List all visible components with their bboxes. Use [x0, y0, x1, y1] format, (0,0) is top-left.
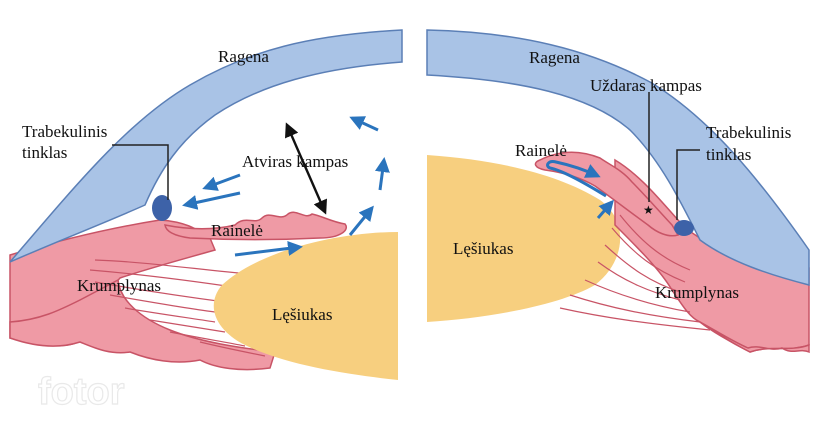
- right-cornea-label: Ragena: [529, 48, 580, 67]
- flow-arrow-icon: [350, 208, 372, 235]
- flow-arrow-icon: [352, 118, 378, 130]
- left-lens-label: Lęšiukas: [272, 305, 332, 324]
- left-meshwork-label-line1: Trabekulinis: [22, 122, 107, 141]
- right-trabecular-meshwork: [674, 220, 694, 236]
- right-meshwork-label-line2: tinklas: [706, 145, 751, 164]
- right-ciliary-label: Krumplynas: [655, 283, 739, 302]
- right-angle-label: Uždaras kampas: [590, 76, 702, 95]
- watermark-text: fotor: [38, 371, 125, 413]
- left-trabecular-meshwork: [152, 195, 172, 221]
- right-meshwork-label-line1: Trabekulinis: [706, 123, 791, 142]
- angle-star-icon: ★: [643, 203, 654, 217]
- left-cornea-label: Ragena: [218, 47, 269, 66]
- flow-arrow-icon: [185, 193, 240, 205]
- left-iris-label: Rainelė: [211, 221, 263, 240]
- left-ciliary-label: Krumplynas: [77, 276, 161, 295]
- right-iris-label: Rainelė: [515, 141, 567, 160]
- flow-arrow-icon: [205, 175, 240, 188]
- right-lens-label: Lęšiukas: [453, 239, 513, 258]
- flow-arrow-icon: [380, 160, 384, 190]
- left-panel-open-angle: Ragena Trabekulinis tinklas Atviras kamp…: [10, 30, 402, 380]
- left-meshwork-label-line2: tinklas: [22, 143, 67, 162]
- right-panel-closed-angle: ★ Ragena Uždaras kampas Trabekulinis tin…: [427, 30, 809, 352]
- left-angle-label: Atviras kampas: [242, 152, 348, 171]
